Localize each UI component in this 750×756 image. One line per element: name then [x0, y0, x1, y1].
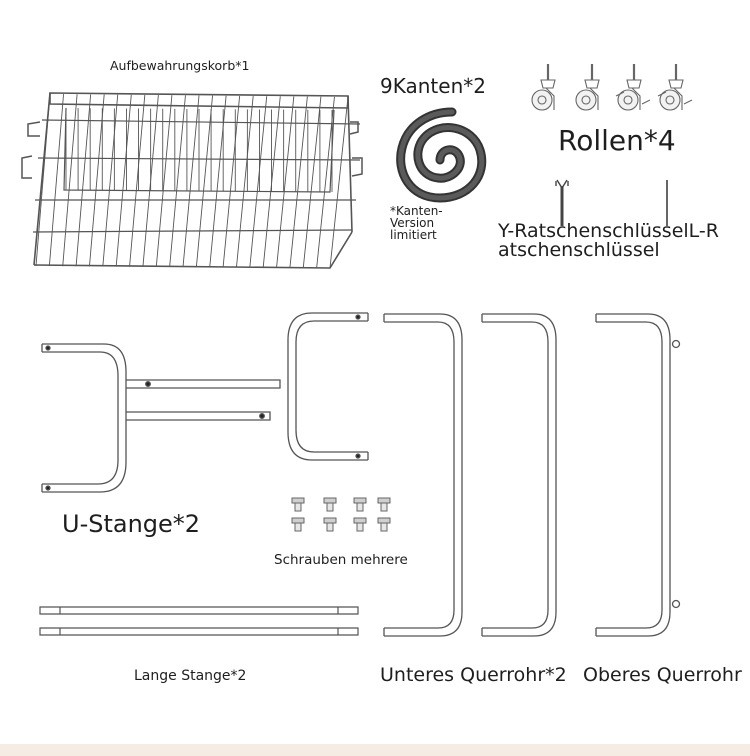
basket-wire [302, 96, 322, 268]
basket-wire [102, 94, 119, 267]
basket-wire [195, 95, 213, 268]
upper-crossbar-label: Oberes Querrohr [583, 664, 742, 686]
basket-wire [75, 94, 92, 267]
wire-basket [21, 92, 363, 269]
screw-icon [323, 497, 337, 512]
caster-wheel-icon [575, 64, 600, 111]
basket-wire [222, 95, 241, 268]
lower-crossbar-2 [481, 313, 557, 637]
u-bar-label: U-Stange*2 [62, 510, 201, 538]
basket-wire [182, 95, 200, 268]
edges-note-label: *Kanten-Version limitiert [390, 204, 443, 242]
caster-wheel-icon [657, 64, 693, 111]
basket-wire [316, 96, 335, 268]
basket-wire [276, 96, 295, 268]
screw-icon [353, 517, 367, 532]
screw-icon [323, 517, 337, 532]
basket-wire [249, 96, 268, 268]
basket-wire [62, 94, 78, 267]
basket-wire [289, 96, 308, 268]
u-bar-left [41, 343, 281, 493]
basket-wire [89, 94, 105, 267]
screw-icon [377, 497, 391, 512]
bottom-strip [0, 744, 750, 756]
caster-wheel-icon [615, 64, 651, 111]
wrenches-label: Y-RatschenschlüsselL-Ratschenschlüssel [498, 220, 719, 261]
screw-icon [291, 497, 305, 512]
basket-wire [115, 94, 132, 267]
screw-icon [353, 497, 367, 512]
basket-wire [236, 96, 254, 268]
basket-label: Aufbewahrungskorb*1 [110, 58, 250, 73]
basket-wire [155, 95, 173, 267]
basket-wire [129, 94, 146, 267]
u-bar-right [287, 312, 369, 461]
basket-wire [209, 95, 227, 268]
screw-icon [377, 517, 391, 532]
basket-wire [169, 95, 186, 267]
basket-wire [48, 94, 64, 267]
edges-label: 9Kanten*2 [380, 74, 486, 98]
edge-band-coil [396, 107, 487, 203]
screws-label: Schrauben mehrere [274, 552, 408, 568]
long-bar-label: Lange Stange*2 [134, 668, 247, 684]
y-wrench-icon [555, 179, 569, 226]
caster-wheel-icon [531, 64, 556, 111]
screw-icon [291, 517, 305, 532]
screw-set [291, 497, 391, 532]
lower-crossbar-1 [383, 313, 463, 637]
rollers-label: Rollen*4 [558, 124, 676, 157]
upper-crossbar [595, 313, 681, 637]
lower-crossbar-label: Unteres Querrohr*2 [380, 664, 567, 686]
basket-wire [329, 96, 349, 269]
long-bars [39, 606, 359, 636]
basket-wire [35, 93, 51, 267]
caster-wheels [531, 64, 693, 111]
